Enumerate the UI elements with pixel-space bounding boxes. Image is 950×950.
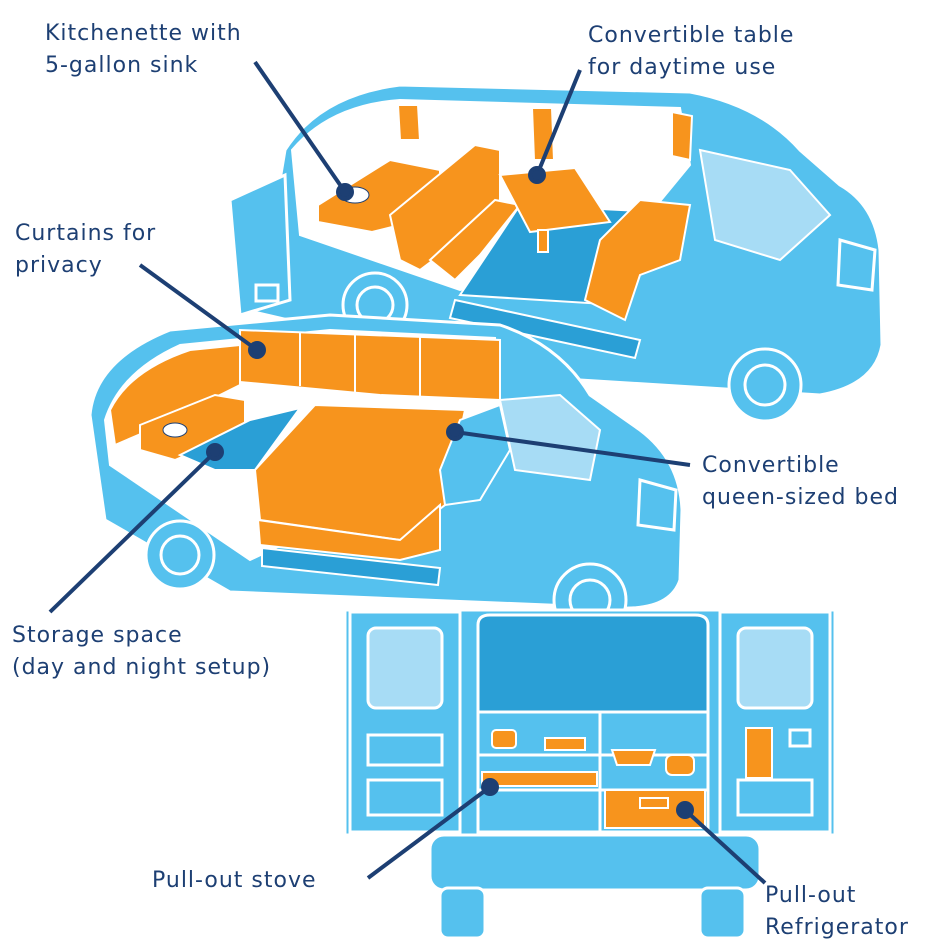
rear-left-door (348, 610, 462, 834)
storage-callout-dot (206, 443, 224, 461)
stove-callout-line (366, 785, 492, 880)
refrigerator-handle (639, 797, 669, 809)
bed-label-line1: Convertible (702, 453, 840, 478)
night-van-headlight (636, 478, 678, 532)
night-windshield (498, 393, 602, 482)
stove-label: Pull-out stove (152, 865, 317, 897)
day-curtain-mid (530, 107, 556, 161)
bed-callout-dot (446, 423, 464, 441)
rear-cavity (476, 613, 710, 714)
storage-label: Storage space (day and night setup) (12, 620, 271, 684)
rear-pot (491, 729, 517, 749)
storage-label-line1: Storage space (12, 623, 183, 648)
storage-label-line2: (day and night setup) (12, 655, 272, 680)
kitchenette-callout-line (253, 60, 347, 194)
kitchenette-label-line1: Kitchenette with (45, 21, 242, 46)
kitchenette-callout-dot (336, 183, 354, 201)
rear-left-tire (438, 886, 487, 940)
night-side-step (261, 546, 442, 587)
table-label: Convertible table for daytime use (588, 20, 794, 84)
curtains-label-line2: privacy (15, 253, 103, 278)
day-van-front-wheel (727, 347, 803, 423)
day-curtain-right (671, 110, 694, 162)
curtains-label-line1: Curtains for (15, 221, 157, 246)
rear-right-door (718, 610, 832, 834)
bed-callout-line (454, 430, 691, 467)
night-van-rear-wheel (144, 519, 216, 591)
rear-sink (610, 749, 657, 766)
day-van-door-handle (254, 283, 280, 303)
curtains-callout-dot (248, 341, 266, 359)
rear-view-van (343, 608, 837, 940)
queen-bed-front (256, 502, 441, 562)
rear-dishes (544, 737, 586, 751)
night-setup-van (88, 313, 684, 638)
day-van-side-door (228, 172, 292, 317)
table-label-line1: Convertible table (588, 23, 795, 48)
day-side-step (448, 298, 642, 360)
day-curtain-left (396, 104, 422, 141)
fridge-label-line2: Refrigerator (765, 915, 909, 940)
rear-curtains (108, 343, 241, 447)
day-bench-seat (428, 198, 522, 282)
rear-bumper (428, 833, 762, 892)
day-van-headlight (836, 238, 877, 292)
storage-callout-line (48, 450, 217, 614)
table-label-line2: for daytime use (588, 55, 777, 80)
rear-right-tire (698, 886, 747, 940)
day-setup-van (228, 83, 884, 423)
fridge-callout-dot (676, 801, 694, 819)
bed-label: Convertible queen-sized bed (702, 450, 899, 514)
night-sink-basin (162, 422, 188, 438)
stove-label-line1: Pull-out stove (152, 868, 317, 893)
table-callout-line (535, 69, 582, 176)
stove-callout-dot (481, 778, 499, 796)
rear-bowls (665, 754, 695, 776)
fridge-callout-line (683, 808, 767, 885)
day-front-seat (583, 198, 692, 322)
curtains-label: Curtains for privacy (15, 218, 156, 282)
day-windshield (698, 148, 832, 262)
pull-out-stove (481, 771, 598, 787)
fridge-label-line1: Pull-out (765, 883, 857, 908)
kitchenette-label: Kitchenette with 5-gallon sink (45, 18, 242, 82)
bed-label-line2: queen-sized bed (702, 485, 899, 510)
table-leg (537, 229, 549, 253)
fridge-label: Pull-out Refrigerator (765, 880, 909, 944)
curtains-callout-line (138, 263, 259, 352)
table-callout-dot (528, 166, 546, 184)
callout-lines (48, 60, 767, 885)
kitchenette-label-line2: 5-gallon sink (45, 53, 199, 78)
pull-out-refrigerator (604, 789, 706, 829)
convertible-table (498, 166, 612, 234)
